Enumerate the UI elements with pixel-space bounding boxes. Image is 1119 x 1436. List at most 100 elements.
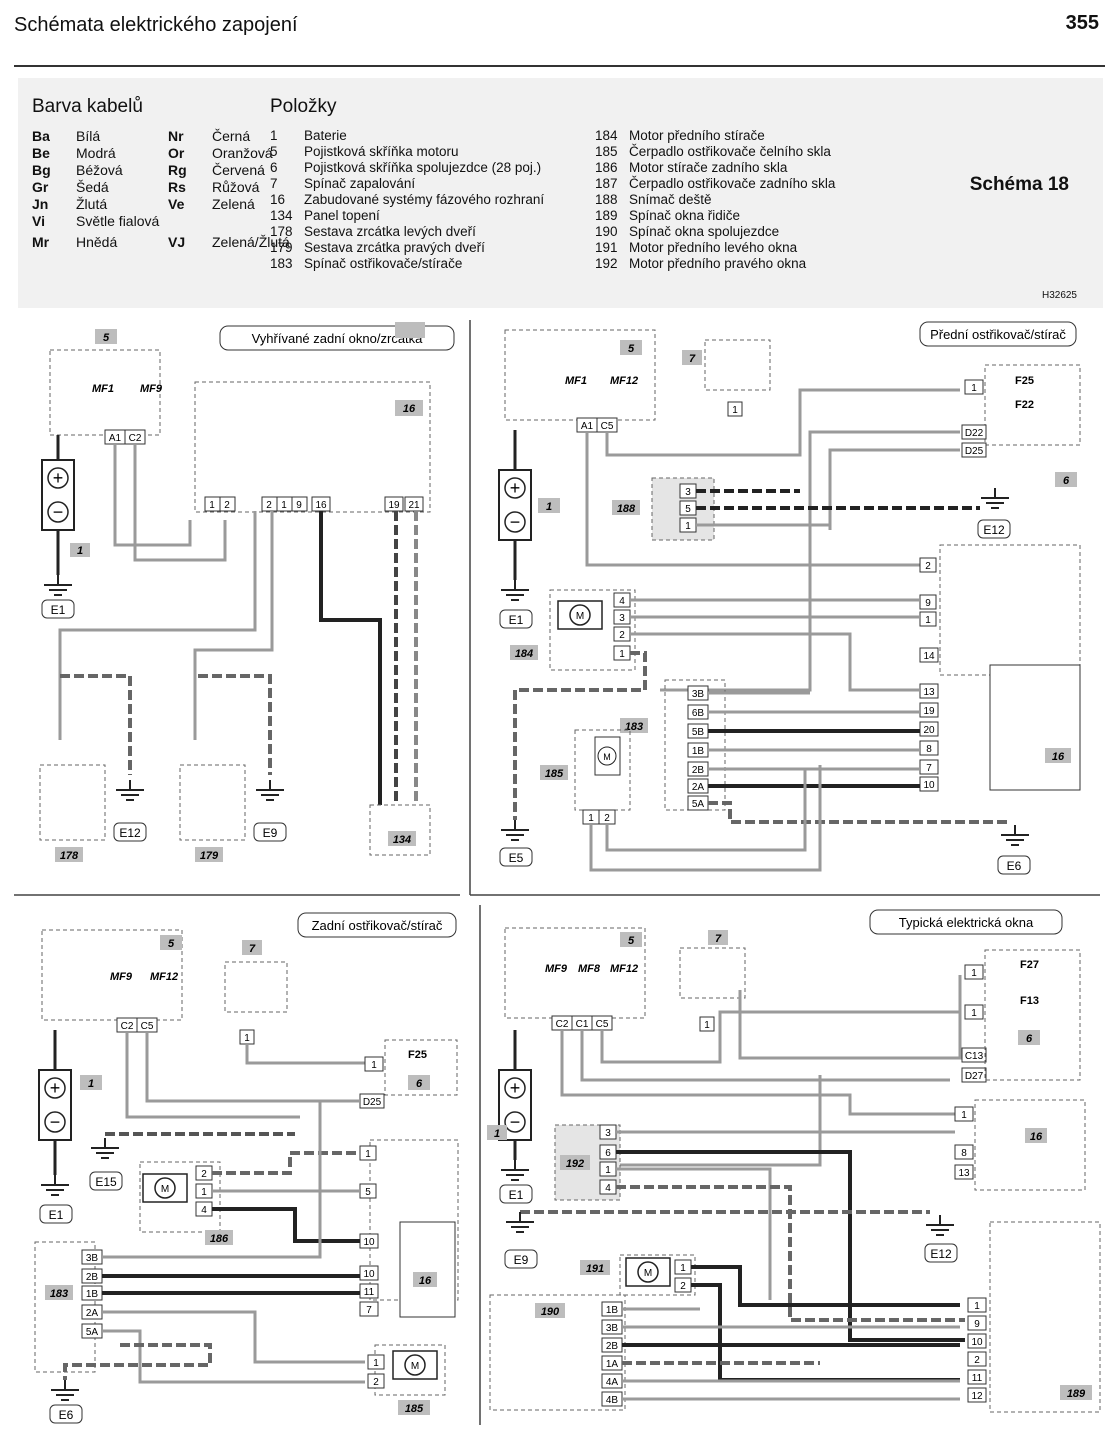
svg-text:4: 4 [619, 596, 625, 607]
svg-text:20: 20 [923, 725, 935, 736]
svg-text:2: 2 [604, 813, 610, 824]
svg-text:A1: A1 [109, 433, 122, 444]
svg-text:1: 1 [971, 968, 977, 979]
svg-text:4: 4 [605, 1183, 611, 1194]
tr-diagram: 5 MF1 MF12 A1 C5 1 E1 7 1 1 F25 F22 D22 … [498, 329, 1081, 875]
schema-title: Schéma 18 [969, 174, 1069, 195]
panel-title-tr: Přední ostřikovač/stírač [919, 321, 1077, 347]
svg-text:5A: 5A [86, 1327, 99, 1338]
svg-text:1: 1 [925, 615, 931, 626]
svg-text:2: 2 [266, 500, 272, 511]
svg-text:13: 13 [923, 687, 935, 698]
svg-text:1: 1 [971, 1008, 977, 1019]
svg-text:F13: F13 [1020, 995, 1039, 1007]
bl-diagram: 5 MF9 MF12 C2 C5 1 E1 7 1 1 F25 6 D25 E1… [34, 929, 459, 1424]
svg-text:E1: E1 [49, 1208, 64, 1222]
panel-title-bl: Zadní ostřikovač/stírač [297, 912, 457, 938]
tr-title-text: Přední ostřikovač/stírač [930, 327, 1066, 342]
panel-title-br: Typická elektrická okna [869, 909, 1063, 935]
svg-text:7: 7 [366, 1305, 372, 1316]
svg-text:A1: A1 [581, 421, 594, 432]
bl-title-text: Zadní ostřikovač/stírač [312, 918, 443, 933]
svg-text:9: 9 [296, 500, 302, 511]
svg-text:E12: E12 [930, 1247, 952, 1261]
svg-text:E12: E12 [119, 826, 141, 840]
svg-text:F27: F27 [1020, 959, 1039, 971]
svg-text:5: 5 [365, 1187, 371, 1198]
svg-text:183: 183 [625, 721, 643, 733]
svg-text:6: 6 [1026, 1033, 1033, 1045]
svg-text:1: 1 [546, 501, 552, 513]
svg-text:2B: 2B [692, 765, 705, 776]
svg-text:5: 5 [685, 504, 691, 515]
svg-text:7: 7 [926, 763, 932, 774]
svg-text:12: 12 [971, 1391, 983, 1402]
svg-text:1: 1 [201, 1187, 207, 1198]
svg-text:4: 4 [201, 1205, 207, 1216]
svg-text:191: 191 [586, 1263, 604, 1275]
svg-text:1: 1 [974, 1301, 980, 1312]
svg-text:M: M [603, 752, 611, 762]
svg-text:1B: 1B [692, 746, 705, 757]
svg-text:1: 1 [77, 545, 83, 557]
svg-text:186: 186 [210, 1233, 229, 1245]
svg-text:3: 3 [685, 487, 691, 498]
svg-text:1: 1 [961, 1110, 967, 1121]
svg-text:1: 1 [209, 500, 215, 511]
svg-text:1: 1 [685, 521, 691, 532]
svg-text:1A: 1A [606, 1359, 619, 1370]
svg-text:188: 188 [617, 503, 636, 515]
badge [95, 329, 117, 344]
items-title: Položky [270, 96, 337, 117]
svg-text:178: 178 [60, 850, 79, 862]
svg-text:3: 3 [605, 1128, 611, 1139]
svg-text:E1: E1 [51, 603, 66, 617]
svg-text:1: 1 [373, 1358, 379, 1369]
svg-text:2B: 2B [606, 1341, 619, 1352]
svg-text:16: 16 [1030, 1131, 1043, 1143]
tl-title-text: Vyhřívané zadní okno/zrcátka [252, 331, 424, 346]
svg-text:C2: C2 [556, 1019, 569, 1030]
svg-text:5B: 5B [692, 727, 705, 738]
svg-text:E9: E9 [263, 826, 278, 840]
svg-text:MF9: MF9 [140, 383, 163, 395]
svg-text:C5: C5 [596, 1019, 609, 1030]
br-diagram: 5 MF9 MF8 MF12 C2 C1 C5 1 E1 7 1 1 1 C13… [487, 927, 1101, 1413]
svg-text:190: 190 [541, 1306, 560, 1318]
page-header: Schémata elektrického zapojení [14, 14, 298, 36]
svg-text:6: 6 [605, 1148, 611, 1159]
colors-title: Barva kabelů [32, 96, 143, 117]
svg-text:F25: F25 [408, 1049, 427, 1061]
svg-text:MF1: MF1 [92, 383, 114, 395]
svg-text:8: 8 [926, 744, 932, 755]
svg-text:D25: D25 [363, 1097, 382, 1108]
svg-text:19: 19 [923, 706, 935, 717]
svg-text:2: 2 [619, 630, 625, 641]
svg-text:16: 16 [1052, 751, 1065, 763]
svg-text:F25: F25 [1015, 375, 1034, 387]
svg-text:192: 192 [566, 1158, 584, 1170]
svg-text:3: 3 [619, 613, 625, 624]
svg-text:183: 183 [50, 1288, 68, 1300]
svg-text:1: 1 [605, 1165, 611, 1176]
svg-text:2A: 2A [692, 782, 705, 793]
svg-text:6: 6 [416, 1078, 423, 1090]
svg-text:2: 2 [974, 1355, 980, 1366]
svg-text:E1: E1 [509, 1188, 524, 1202]
svg-text:MF8: MF8 [578, 963, 601, 975]
svg-text:2: 2 [224, 500, 230, 511]
svg-text:11: 11 [364, 1287, 375, 1298]
svg-text:C5: C5 [141, 1021, 154, 1032]
svg-text:16: 16 [419, 1275, 432, 1287]
svg-text:16: 16 [403, 403, 416, 415]
